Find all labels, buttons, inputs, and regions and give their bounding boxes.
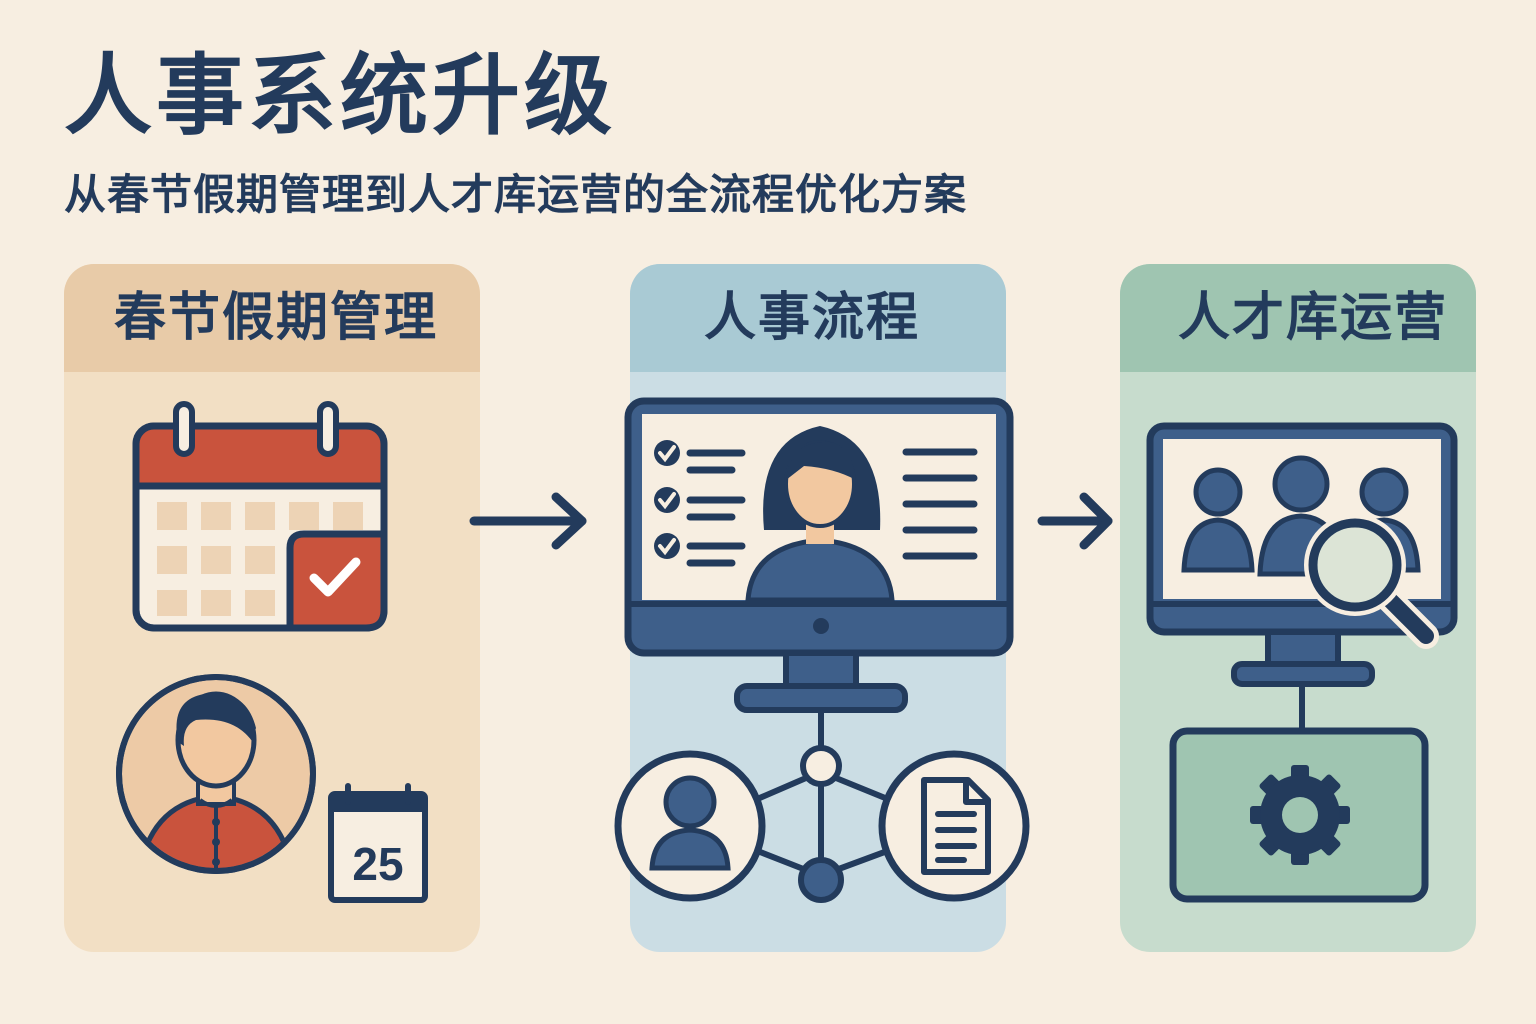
user-icon [614, 750, 766, 902]
calendar-small-icon [328, 783, 428, 903]
gear-icon [1169, 727, 1429, 903]
document-icon [878, 750, 1030, 902]
person-avatar-icon [116, 674, 316, 874]
calendar-day-number: 25 [352, 838, 403, 890]
monitor-person-icon [624, 397, 1014, 713]
page-title: 人事系统升级 [64, 44, 617, 147]
calendar-check-icon [132, 401, 388, 632]
panel-title-talent: 人才库运营 [1120, 264, 1476, 372]
panel-title-process: 人事流程 [630, 264, 1006, 372]
arrow-right-icon [1037, 492, 1113, 550]
page-subtitle: 从春节假期管理到人才库运营的全流程优化方案 [64, 170, 968, 219]
arrow-right-icon [469, 492, 587, 550]
network-icon [753, 710, 892, 903]
panel-title-holiday: 春节假期管理 [64, 264, 480, 372]
monitor-team-search-icon [1146, 422, 1458, 730]
